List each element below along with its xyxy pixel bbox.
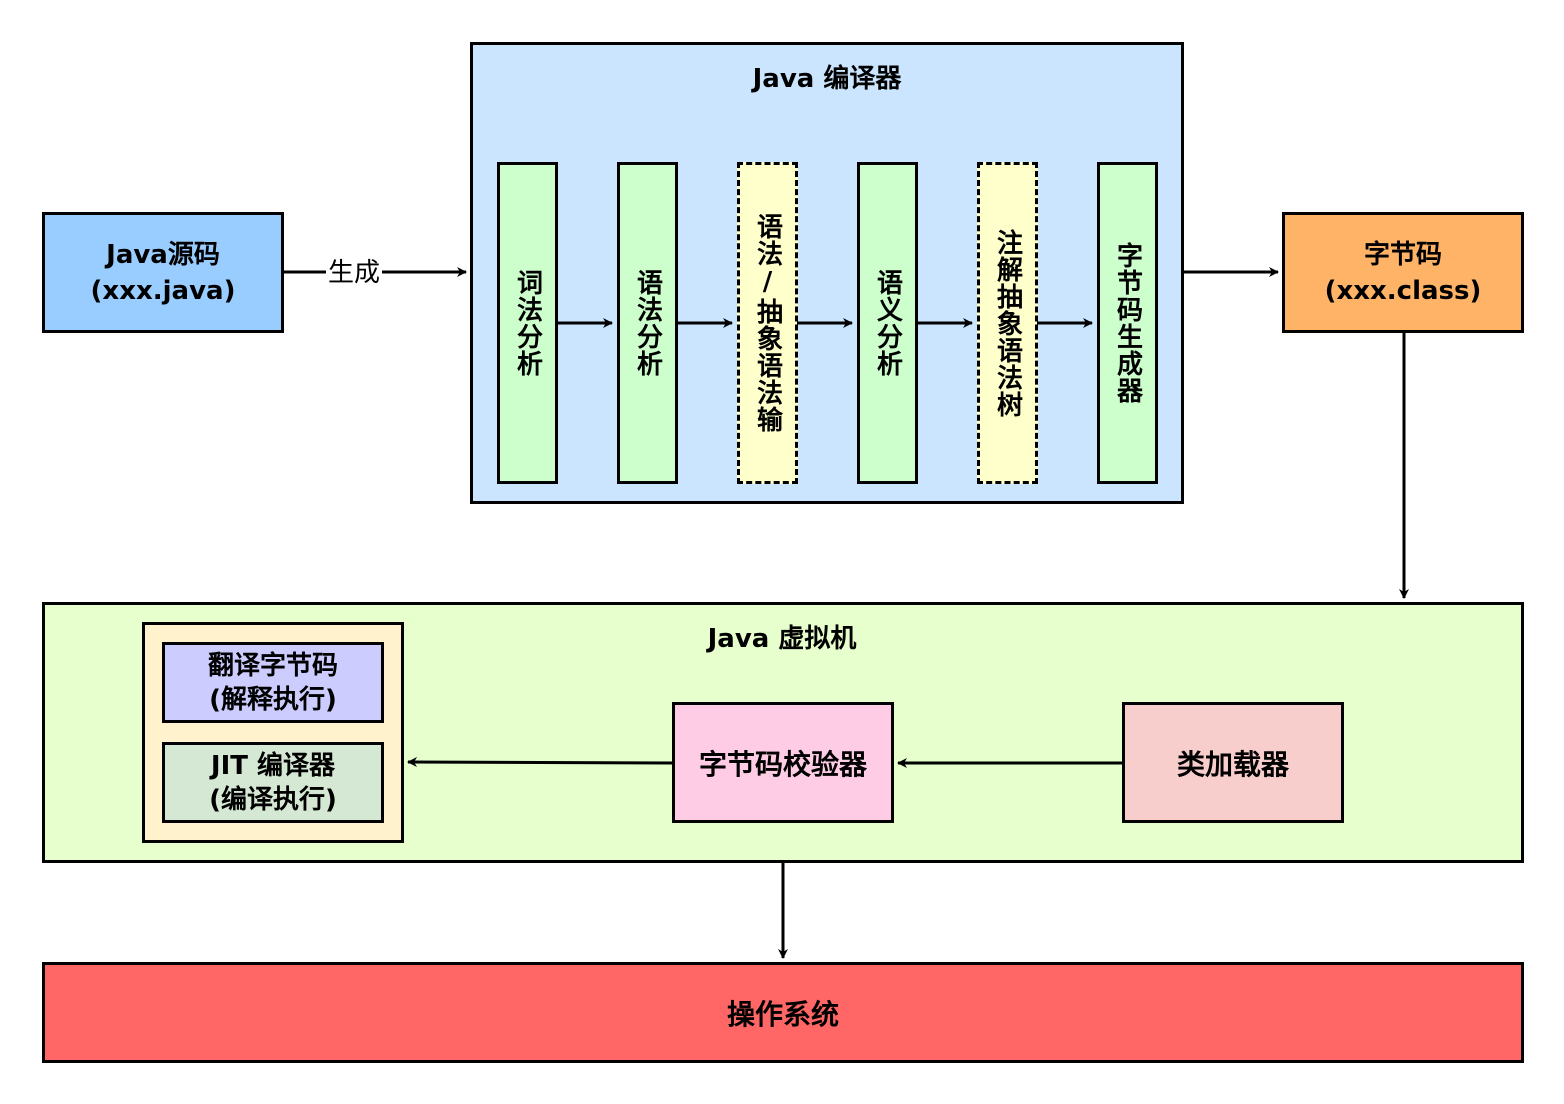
compiler-stage-2: 语法分析	[617, 162, 678, 484]
jit-compiler-box: JIT 编译器 (编译执行)	[162, 742, 384, 823]
java-source-filename: (xxx.java)	[90, 275, 236, 306]
bytecode-verifier-box: 字节码校验器	[672, 702, 894, 823]
compiler-stage-label: 注解抽象语法树	[992, 228, 1023, 418]
compiler-stage-6: 字节码生成器	[1097, 162, 1158, 484]
jit-compiler-label: JIT 编译器	[210, 750, 336, 781]
jit-compiler-sublabel: (编译执行)	[209, 784, 337, 815]
edge-label-generate: 生成	[326, 258, 383, 288]
java-source-label: Java源码	[106, 239, 220, 270]
compiler-stage-4: 语义分析	[857, 162, 918, 484]
jvm-title: Java 虚拟机	[707, 624, 857, 654]
compiler-stage-label: 语法分析	[632, 269, 663, 377]
java-compiler-title: Java 编译器	[752, 64, 902, 94]
class-loader-label: 类加载器	[1176, 747, 1289, 781]
bytecode-label: 字节码	[1363, 239, 1442, 270]
compiler-stage-label: 语法/抽象语法输	[752, 213, 783, 433]
interpreter-sublabel: (解释执行)	[209, 684, 337, 715]
bytecode-box: 字节码 (xxx.class)	[1282, 212, 1524, 333]
compiler-stage-label: 词法分析	[512, 269, 543, 377]
operating-system-label: 操作系统	[726, 997, 839, 1031]
compiler-stage-label: 语义分析	[872, 269, 903, 377]
arrow-verifier-to-engine	[407, 757, 673, 768]
bytecode-filename: (xxx.class)	[1324, 275, 1482, 306]
compiler-stage-3: 语法/抽象语法输	[737, 162, 798, 484]
java-compiler-container	[470, 42, 1184, 504]
interpreter-box: 翻译字节码 (解释执行)	[162, 642, 384, 723]
compiler-stage-1: 词法分析	[497, 162, 558, 484]
interpreter-label: 翻译字节码	[207, 650, 338, 681]
class-loader-box: 类加载器	[1122, 702, 1344, 823]
compiler-stage-label: 字节码生成器	[1112, 242, 1143, 404]
compiler-stage-5: 注解抽象语法树	[977, 162, 1038, 484]
bytecode-verifier-label: 字节码校验器	[698, 747, 867, 781]
operating-system-box: 操作系统	[42, 962, 1524, 1063]
java-source-box: Java源码 (xxx.java)	[42, 212, 284, 333]
